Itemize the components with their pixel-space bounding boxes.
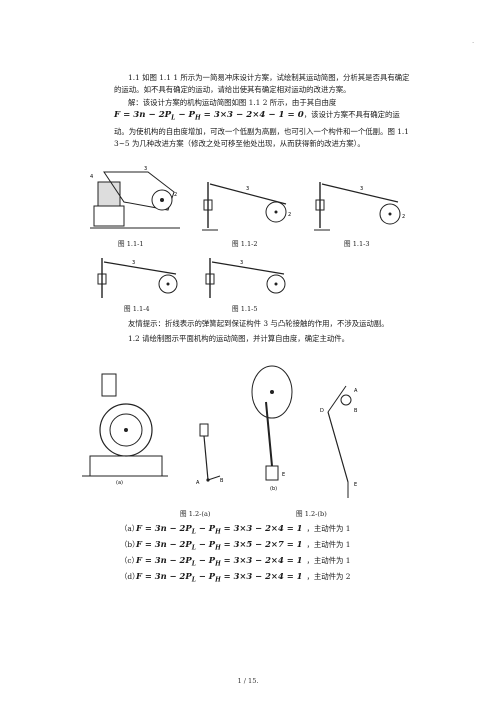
svg-text:E: E (282, 472, 285, 478)
caption-1-1-2: 图 1.1-2 (232, 240, 258, 248)
figure-1-1-5: 3 (200, 252, 296, 302)
svg-text:(a): (a) (116, 480, 123, 486)
svg-text:2: 2 (402, 214, 405, 220)
dof-formula: F = 3n − 2PL − PH = 3×3 − 2×4 − 1 = 0 (114, 110, 304, 123)
figure-1-1-4: 3 (92, 252, 188, 302)
tip-text: 友情提示：折线表示的弹簧起到保证构件 3 与凸轮接触的作用，不涉及运动副。 (128, 319, 389, 328)
svg-text:A: A (196, 480, 200, 486)
svg-text:2: 2 (288, 212, 291, 218)
svg-text:3: 3 (132, 260, 135, 266)
caption-1-1-4: 图 1.1-4 (124, 305, 150, 313)
question-1-2: 1.2 请绘制图示平面机构的运动简图，并计算自由度，确定主动件。 (128, 334, 350, 343)
answer-b: （b）F = 3n − 2PL − PH = 3×5 − 2×7 = 1，主动件… (120, 539, 351, 552)
figure-1-1-1: 4 3 2 (88, 162, 186, 234)
solution-text-b: ，该设计方案不具有确定的运动。为使机构的自由度增加，可改一个低副为高副，也可引入… (114, 110, 409, 148)
svg-text:3: 3 (240, 260, 243, 266)
svg-text:E: E (354, 482, 357, 488)
svg-text:3: 3 (144, 166, 147, 172)
figure-1-2-d: D A B E (318, 382, 368, 502)
svg-text:B: B (354, 408, 358, 414)
question-1-1: 1.1 如图 1.1 1 所示为一简易冲床设计方案，试绘制其运动简图，分析其是否… (114, 73, 410, 95)
solution-text-a: 解：该设计方案的机构运动简图如图 1.1 2 所示，由于其自由度 (128, 98, 337, 107)
caption-1-1-3: 图 1.1-3 (344, 240, 370, 248)
figure-1-2-c: A B (182, 420, 228, 490)
svg-text:B: B (220, 478, 224, 484)
caption-1-1-5: 图 1.1-5 (232, 305, 258, 313)
answer-c: （c）F = 3n − 2PL − PH = 3×3 − 2×4 = 1，主动件… (120, 555, 351, 568)
figure-1-2-a: (a) (72, 360, 172, 488)
caption-1-1-1: 图 1.1-1 (118, 240, 144, 248)
header-mark: . (472, 38, 474, 45)
svg-text:3: 3 (246, 186, 249, 192)
svg-text:3: 3 (360, 186, 363, 192)
solution-1-1: 解：该设计方案的机构运动简图如图 1.1 2 所示，由于其自由度 F = 3n −… (114, 97, 410, 150)
caption-1-2-b: 图 1.2-(b) (296, 510, 327, 518)
answer-d: （d）F = 3n − 2PL − PH = 3×3 − 2×4 = 1，主动件… (120, 571, 351, 584)
page-number: 1 / 15. (237, 677, 259, 685)
svg-text:2: 2 (174, 192, 177, 198)
svg-text:D: D (320, 408, 324, 414)
answer-a: （a）F = 3n − 2PL − PH = 3×3 − 2×4 = 1，主动件… (120, 523, 351, 536)
figure-1-1-3: 3 2 (310, 170, 410, 234)
svg-text:A: A (354, 388, 358, 394)
figure-1-2-b: E (b) (236, 362, 306, 492)
figure-1-1-2: 3 2 (198, 170, 298, 234)
caption-1-2-a: 图 1.2-(a) (180, 510, 211, 518)
svg-text:(b): (b) (270, 486, 277, 492)
svg-text:4: 4 (90, 174, 93, 180)
